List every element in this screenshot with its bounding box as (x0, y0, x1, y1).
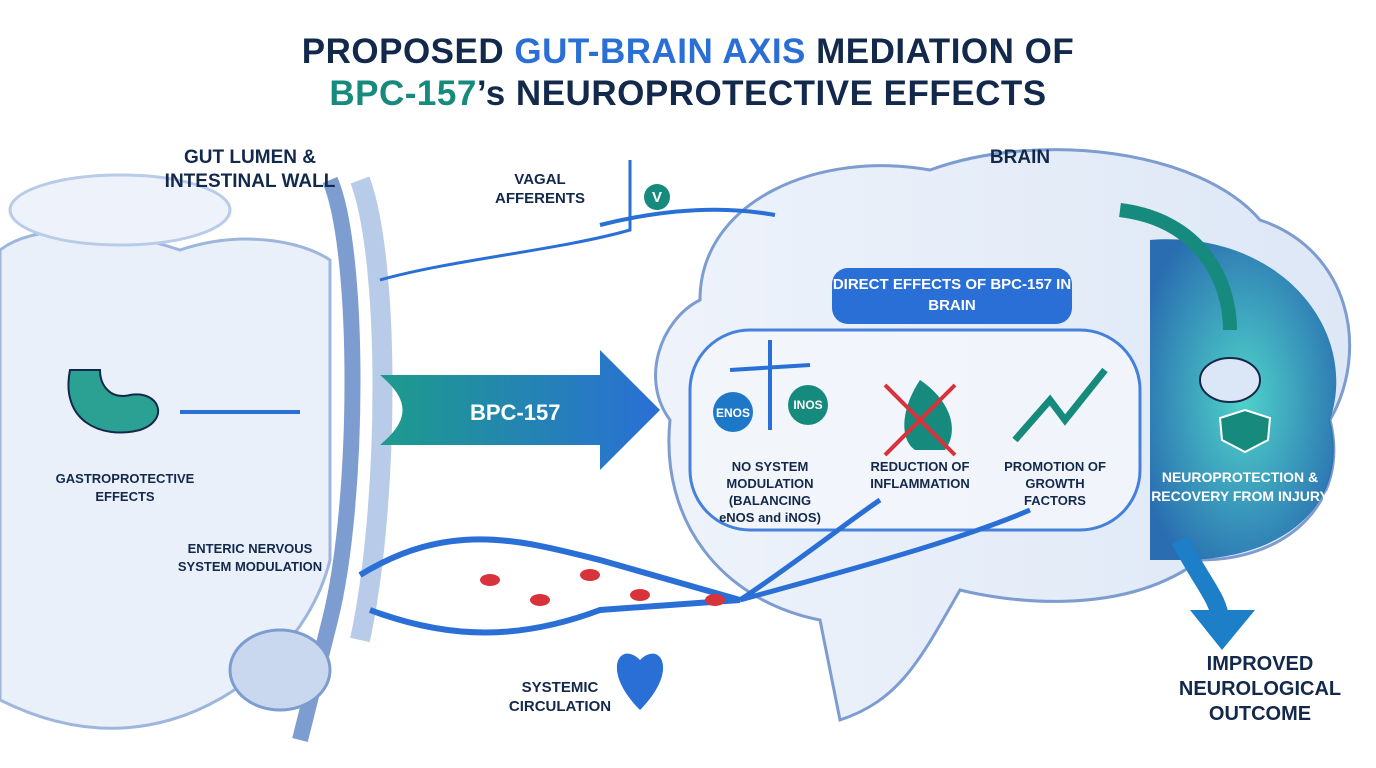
heart-icon (616, 653, 664, 710)
outcome-label: IMPROVED NEUROLOGICAL OUTCOME (1178, 653, 1342, 725)
bpc-arrow-label: BPC-157 (470, 400, 561, 425)
vagal-nerve (379, 160, 632, 282)
inos-label: iNOS (793, 398, 823, 412)
systemic-label: SYSTEMIC CIRCULATION (508, 679, 612, 715)
vagal-badge-label: V (651, 189, 662, 206)
brain-shield-icon (1199, 357, 1272, 454)
intestine-illustration (0, 173, 393, 742)
vagal-badge (644, 184, 670, 210)
scale-icon (713, 340, 828, 432)
brain-to-neuro-arrow (1119, 203, 1237, 331)
gastro-label: GASTROPROTECTIVE EFFECTS (55, 471, 195, 504)
blood-vessel (358, 497, 1031, 636)
enos-label: eNOS (715, 406, 750, 420)
title-line-1: PROPOSED GUT-BRAIN AXIS MEDIATION OF (301, 32, 1075, 71)
stomach-shield-icon (67, 369, 160, 434)
growth-label: PROMOTION OF GROWTH FACTORS (1004, 459, 1106, 508)
growth-arrow-icon (1012, 367, 1108, 443)
inflammation-crossed-icon (883, 380, 957, 457)
title-line-2: BPC-157’s NEUROPROTECTIVE EFFECTS (329, 74, 1047, 113)
bpc-arrow (380, 350, 660, 470)
neuroprotection-label: NEUROPROTECTION & RECOVERY FROM INJURY (1151, 469, 1329, 504)
no-system-label: NO SYSTEM MODULATION (BALANCING eNOS and… (719, 459, 821, 525)
vagal-arrow (599, 207, 776, 227)
gut-section-label: GUT LUMEN & INTESTINAL WALL (164, 147, 336, 192)
direct-effects-box: DIRECT EFFECTS OF BPC-157 IN BRAIN (832, 268, 1072, 324)
inflammation-label: REDUCTION OF INFLAMMATION (870, 459, 970, 491)
enteric-label: ENTERIC NERVOUS SYSTEM MODULATION (177, 541, 323, 574)
brain-section-label: BRAIN (989, 147, 1051, 168)
vagal-label: VAGAL AFFERENTS (495, 171, 585, 207)
